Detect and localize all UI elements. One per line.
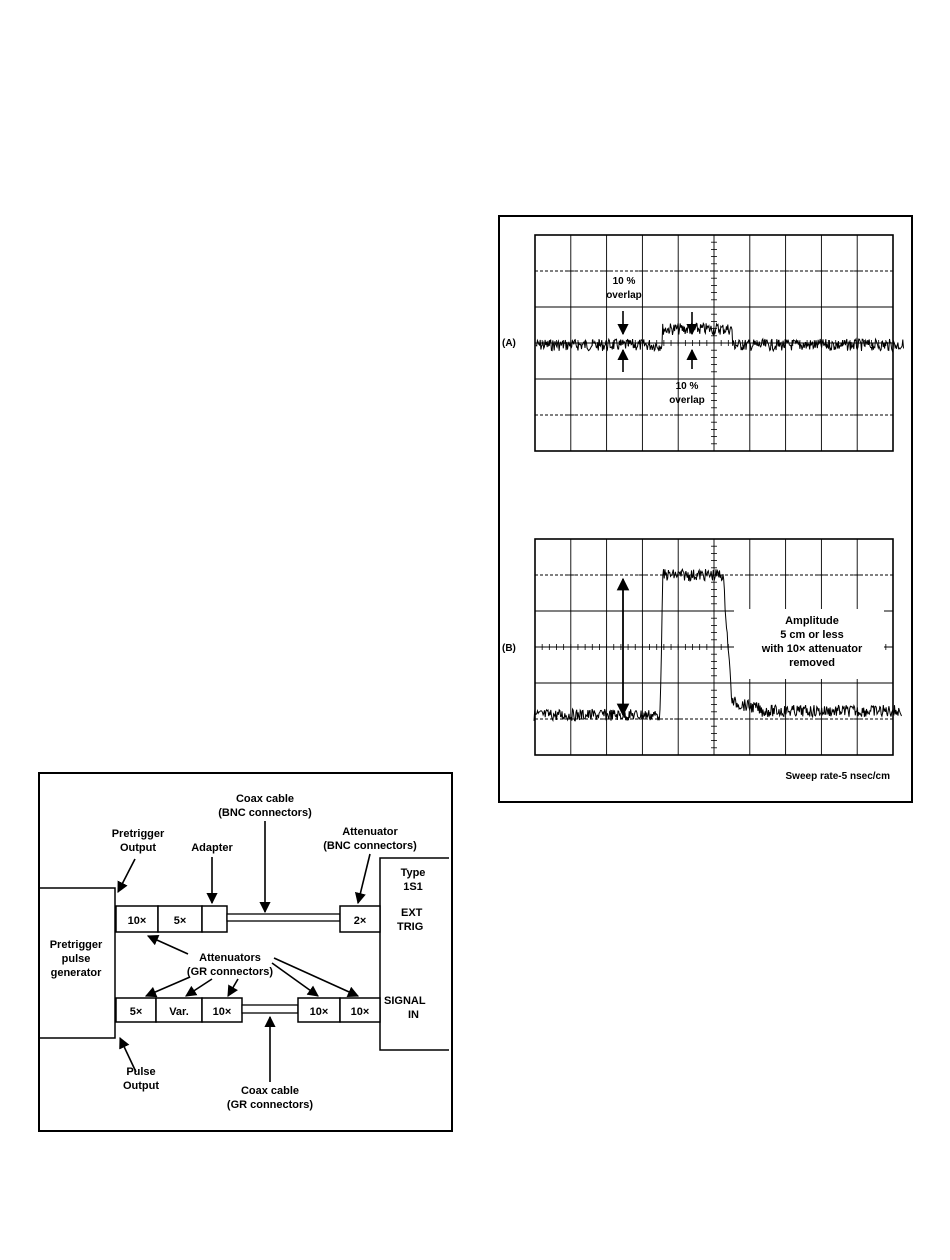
attenuators-gr-arrow-top bbox=[146, 935, 189, 955]
overlap-lower-word: overlap bbox=[669, 395, 705, 406]
pulse-output-line-1: Pulse bbox=[126, 1066, 155, 1078]
overlap-lower-pct: 10 % bbox=[676, 381, 699, 392]
oscilloscope-figure-panel: (A) 10 % overlap 10 % overlap (B) Amplit… bbox=[498, 215, 913, 803]
graticule-a bbox=[534, 234, 894, 452]
generator-line-2: pulse bbox=[62, 953, 91, 965]
type-1s1-box bbox=[379, 857, 449, 1051]
top-attenuator-10x bbox=[115, 905, 159, 933]
coax-gr-line-2: (GR connectors) bbox=[227, 1099, 314, 1111]
top-attenuator-2x bbox=[339, 905, 381, 933]
variable-attenuator bbox=[155, 997, 203, 1023]
bottom-attenuator-10x-c-label: 10× bbox=[351, 1006, 370, 1018]
attenuators-gr-arrow-var bbox=[185, 978, 213, 997]
attenuators-gr-arrow-10x-b bbox=[271, 962, 319, 997]
generator-box bbox=[40, 887, 116, 1039]
attenuators-gr-arrow-10x-c bbox=[273, 957, 360, 997]
trace-a-label: (A) bbox=[502, 338, 516, 349]
trace-b-waveform bbox=[533, 567, 902, 723]
adapter-box bbox=[201, 905, 228, 933]
bottom-attenuator-10x-c bbox=[339, 997, 381, 1023]
attenuators-gr-arrow-5x bbox=[144, 976, 191, 998]
pretrigger-output-arrow bbox=[117, 858, 136, 893]
trace-b-label: (B) bbox=[502, 643, 516, 654]
coax-bnc-line-1: Coax cable bbox=[236, 793, 294, 805]
type-label-line-2: 1S1 bbox=[403, 881, 423, 893]
bottom-attenuator-10x-b-label: 10× bbox=[310, 1006, 329, 1018]
amplitude-line-1: Amplitude bbox=[785, 615, 839, 627]
signal-in-line-2: IN bbox=[408, 1009, 419, 1021]
type-label-line-1: Type bbox=[401, 867, 426, 879]
attenuator-bnc-line-1: Attenuator bbox=[342, 826, 398, 838]
bottom-attenuator-10x-a bbox=[201, 997, 243, 1023]
attenuators-gr-arrow-10x-a bbox=[227, 978, 239, 997]
pretrigger-output-line-1: Pretrigger bbox=[112, 828, 165, 840]
sweep-rate-caption: Sweep rate-5 nsec/cm bbox=[786, 771, 891, 782]
pulse-output-arrow bbox=[119, 1036, 137, 1073]
amplitude-line-3: with 10× attenuator bbox=[761, 643, 863, 655]
setup-diagram-panel: Pretrigger pulse generator Type 1S1 EXT … bbox=[38, 772, 453, 1132]
top-attenuator-5x-label: 5× bbox=[174, 915, 187, 927]
ext-trig-line-1: EXT bbox=[401, 907, 423, 919]
amplitude-line-2: 5 cm or less bbox=[780, 629, 844, 641]
top-attenuator-2x-label: 2× bbox=[354, 915, 367, 927]
bottom-attenuator-10x-a-label: 10× bbox=[213, 1006, 232, 1018]
oscilloscope-figure-svg: (A) 10 % overlap 10 % overlap (B) Amplit… bbox=[502, 234, 904, 782]
attenuators-gr-line-1: Attenuators bbox=[199, 952, 261, 964]
top-attenuator-10x-label: 10× bbox=[128, 915, 147, 927]
overlap-upper-pct: 10 % bbox=[613, 276, 636, 287]
variable-attenuator-label: Var. bbox=[169, 1006, 189, 1018]
generator-line-3: generator bbox=[51, 967, 102, 979]
attenuator-bnc-line-2: (BNC connectors) bbox=[323, 840, 417, 852]
pulse-output-line-2: Output bbox=[123, 1080, 159, 1092]
overlap-upper-word: overlap bbox=[606, 290, 642, 301]
coax-cable-gr bbox=[241, 1004, 299, 1014]
signal-in-line-1: SIGNAL bbox=[384, 995, 426, 1007]
adapter-label: Adapter bbox=[191, 842, 233, 854]
ext-trig-line-2: TRIG bbox=[397, 921, 423, 933]
pretrigger-output-line-2: Output bbox=[120, 842, 156, 854]
attenuators-gr-line-2: (GR connectors) bbox=[187, 966, 274, 978]
amplitude-annotation-bg bbox=[734, 609, 884, 679]
generator-line-1: Pretrigger bbox=[50, 939, 103, 951]
attenuator-bnc-arrow bbox=[354, 853, 371, 905]
trace-a-waveform bbox=[535, 322, 904, 353]
coax-cable-bnc bbox=[226, 913, 341, 922]
coax-bnc-line-2: (BNC connectors) bbox=[218, 807, 312, 819]
coax-gr-line-1: Coax cable bbox=[241, 1085, 299, 1097]
bottom-attenuator-10x-b bbox=[297, 997, 341, 1023]
amplitude-line-4: removed bbox=[789, 657, 835, 669]
bottom-attenuator-5x-label: 5× bbox=[130, 1006, 143, 1018]
setup-diagram-svg: Pretrigger pulse generator Type 1S1 EXT … bbox=[40, 793, 449, 1111]
